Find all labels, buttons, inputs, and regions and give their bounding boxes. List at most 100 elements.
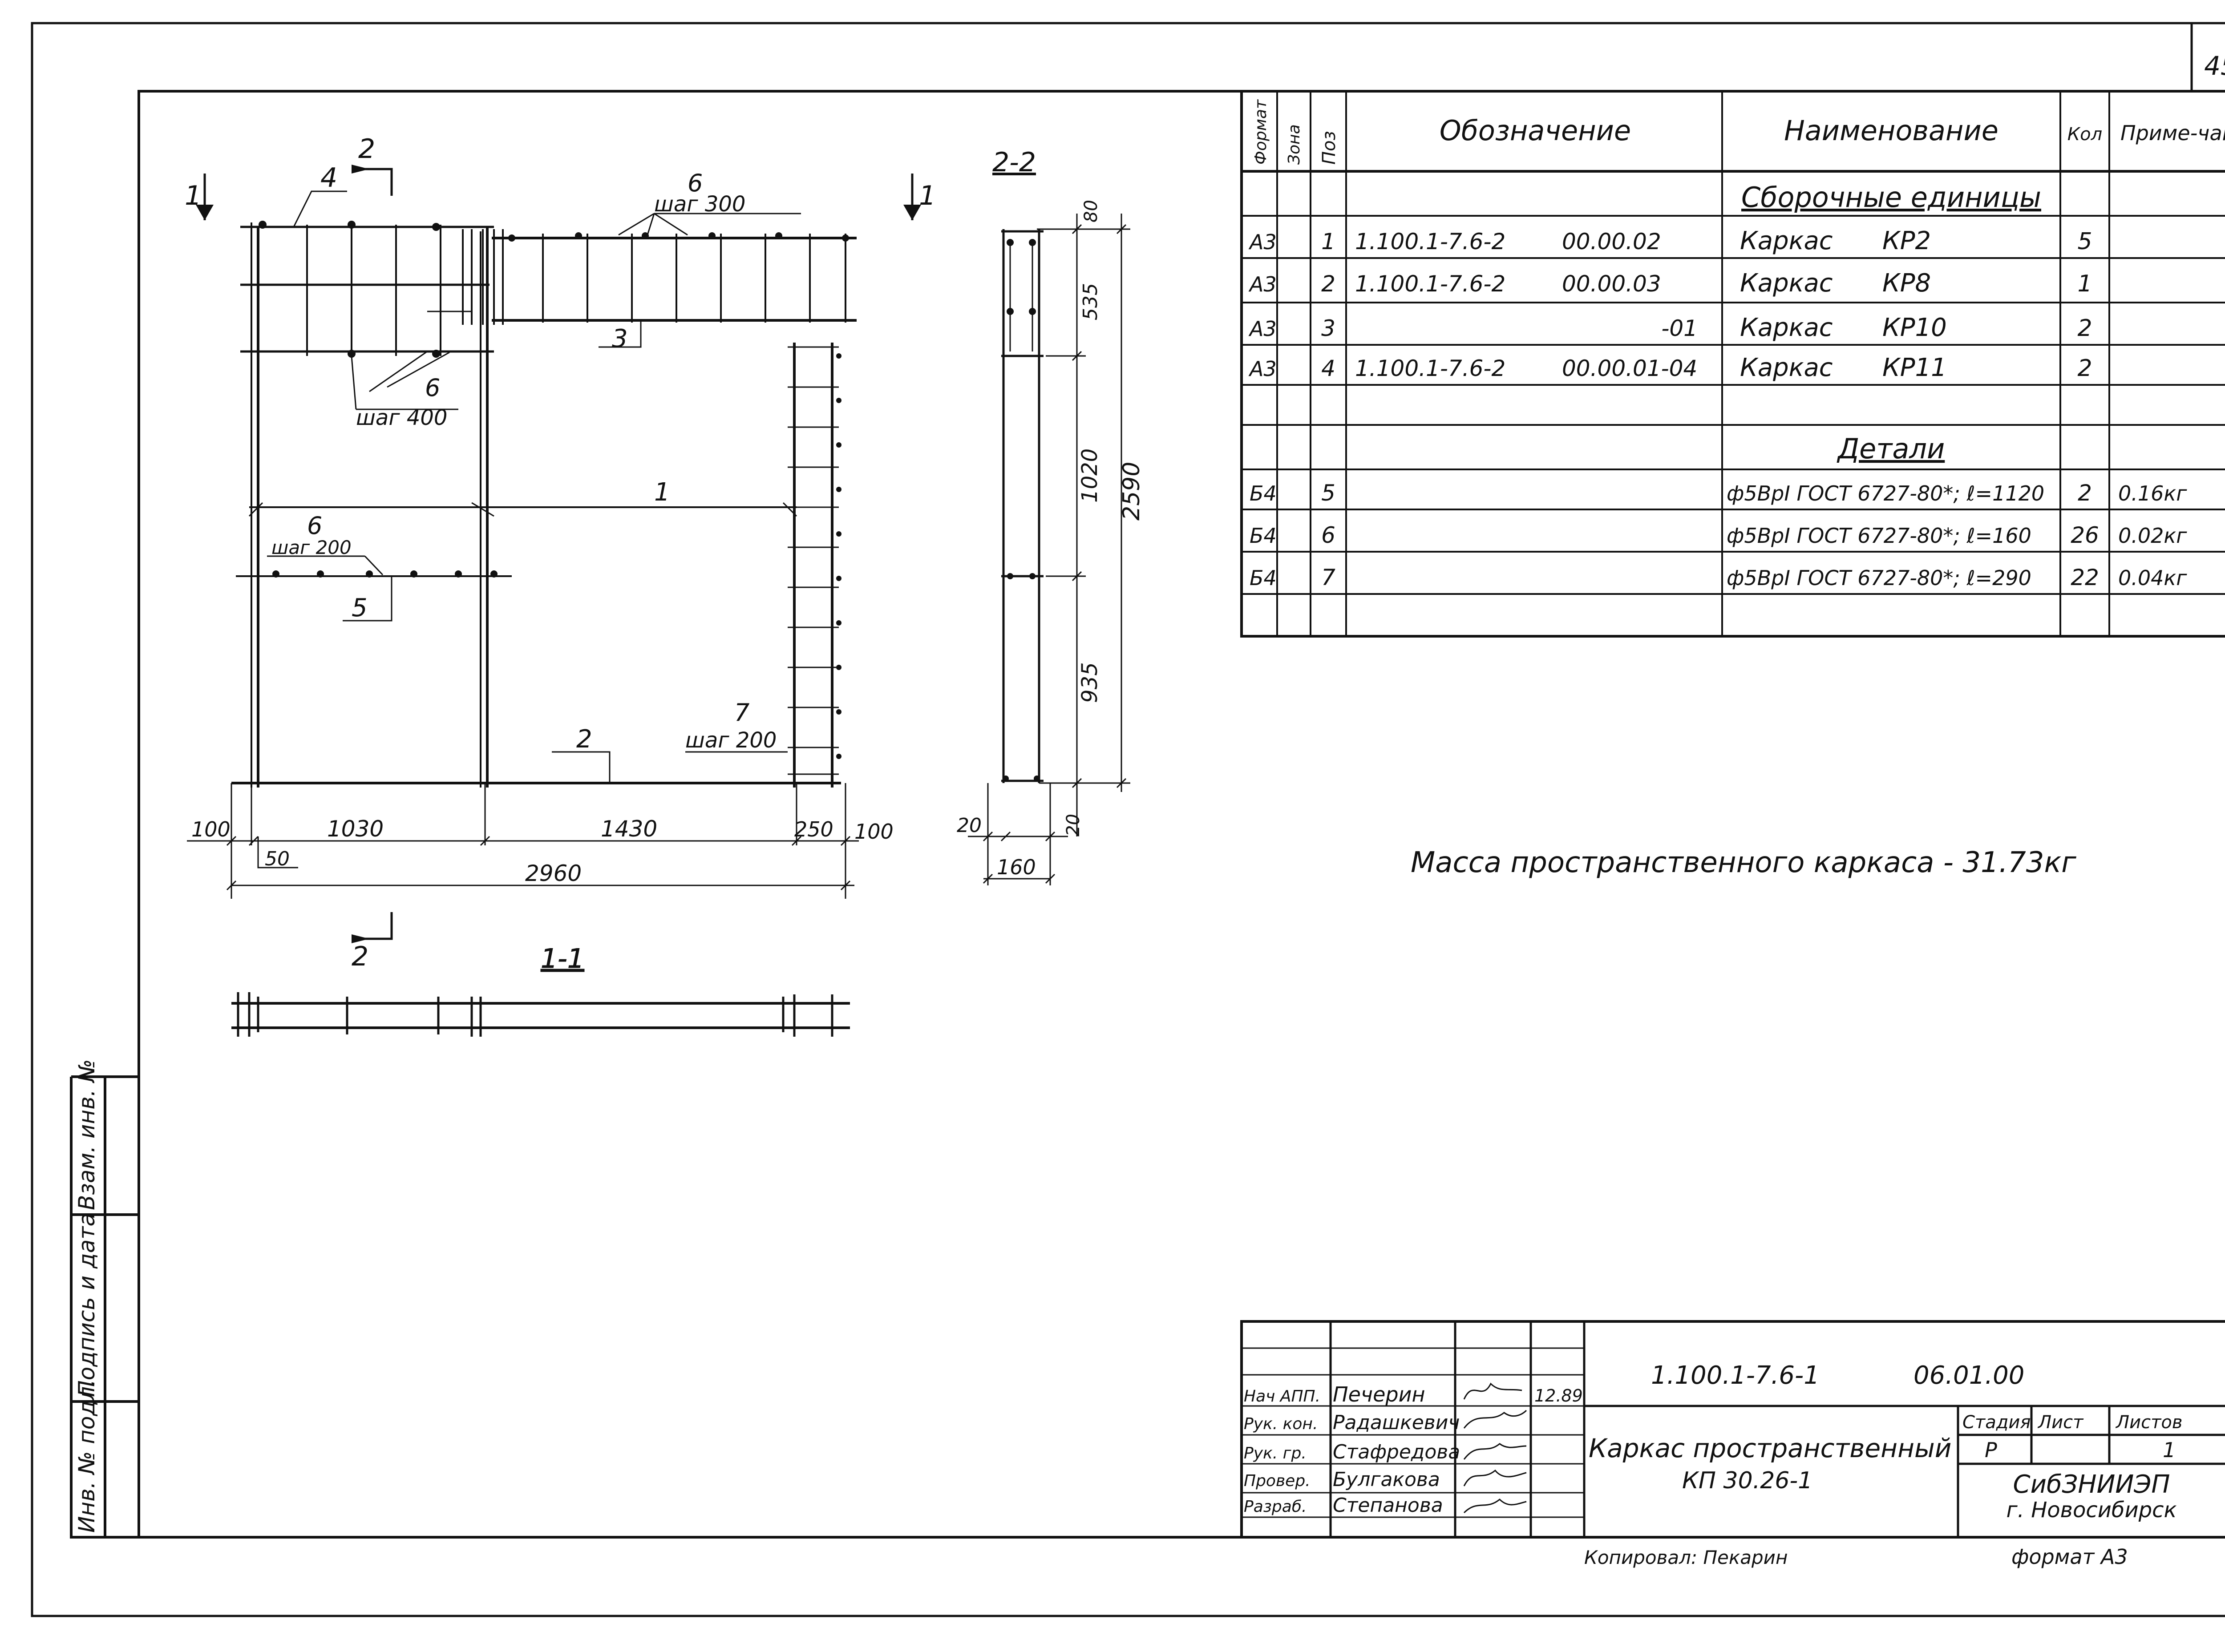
callout-p3: 3: [612, 324, 628, 353]
callout-p7: 7: [734, 699, 749, 727]
row1-des-a: 1.100.1-7.6-2: [1355, 229, 1505, 254]
part7-qty: 22: [2071, 565, 2099, 590]
part5-name: ф5ВрI ГОСТ 6727-80*; ℓ=1120: [1727, 481, 2044, 505]
cut-1-right: 1: [919, 180, 936, 211]
dim-100a: 100: [191, 817, 231, 841]
side-stamp-podpis: Подпись и дата: [74, 1213, 100, 1397]
callout-step-200b: шаг 200: [685, 728, 777, 753]
part6-pos: 6: [1321, 522, 1335, 548]
row1-name-a: Каркас: [1740, 226, 1833, 255]
row2-des-a: 1.100.1-7.6-2: [1355, 271, 1505, 297]
dim-h160: 160: [997, 855, 1036, 879]
header-designation: Обозначение: [1440, 114, 1631, 147]
spec-section-parts: Детали: [1837, 432, 1945, 465]
bar-dots: [259, 221, 849, 759]
dim-v20a: 20: [957, 814, 982, 837]
tb-name-2: Радашкевич: [1333, 1411, 1460, 1434]
dim-v1020: 1020: [1077, 448, 1102, 503]
row1-fmt: А3: [1248, 230, 1277, 254]
drawing-frame: [138, 90, 2225, 1539]
section-1-1-title: 1-1: [541, 943, 584, 974]
title-block: [1240, 1320, 2225, 1539]
header-note: Приме-чание: [2120, 121, 2225, 145]
callout-p6-mid: 6: [307, 512, 322, 540]
section-2-2-dots: [1003, 239, 1040, 782]
dim-1030: 1030: [327, 816, 384, 842]
spec-section-assembly: Сборочные единицы: [1741, 181, 2041, 214]
row2-name-a: Каркас: [1740, 269, 1833, 298]
dim-1430: 1430: [601, 816, 657, 842]
row4-name-a: Каркас: [1740, 353, 1833, 382]
row2-fmt: А3: [1248, 272, 1277, 296]
callout-step-400: шаг 400: [356, 405, 447, 430]
dim-250: 250: [794, 817, 833, 841]
row1-des-b: 00.00.02: [1562, 229, 1661, 254]
part5-note: 0.16кг: [2118, 481, 2187, 505]
part6-note: 0.02кг: [2118, 524, 2187, 548]
row4-pos: 4: [1321, 355, 1335, 381]
row3-des-b: -01: [1661, 315, 1698, 341]
sheet-number-box: 45: [2190, 23, 2225, 93]
spec-header: Формат Зона Поз Обозначение Наименование…: [1252, 99, 2225, 165]
section-2-2: [968, 214, 1130, 885]
part6-qty: 26: [2071, 522, 2099, 548]
row3-name-a: Каркас: [1740, 313, 1833, 342]
cut-2-bottom: 2: [352, 941, 368, 972]
row3-fmt: А3: [1248, 317, 1277, 341]
part5-pos: 5: [1321, 480, 1335, 506]
tb-org-2: г. Новосибирск: [2006, 1498, 2176, 1523]
tb-sheets-label: Листов: [2115, 1412, 2182, 1433]
header-pos: Поз: [1319, 131, 1339, 165]
callout-step-300: шаг 300: [654, 192, 745, 217]
side-stamp-vzam: Взам. инв. №: [74, 1059, 100, 1210]
spec-rows: А3 1 1.100.1-7.6-2 00.00.02 Каркас КР2 5…: [1248, 226, 2092, 382]
tb-sheets: 1: [2163, 1438, 2176, 1462]
cut-1-left: 1: [185, 180, 202, 211]
dim-v535: 535: [1079, 283, 1102, 320]
part6-fmt: Б4: [1250, 524, 1277, 548]
side-stamp: Взам. инв. № Подпись и дата Инв. № подл.: [70, 1059, 139, 1539]
header-name: Наименование: [1784, 114, 1998, 147]
specification-table: [1240, 90, 2225, 638]
callout-leaders: [267, 190, 801, 783]
part5-qty: 2: [2078, 480, 2092, 506]
tb-code-num: 06.01.00: [1914, 1361, 2024, 1390]
row1-pos: 1: [1321, 229, 1335, 254]
row1-qty: 5: [2077, 228, 2092, 255]
row4-qty: 2: [2077, 355, 2092, 382]
tb-org-1: СибЗНИИЭП: [2013, 1470, 2170, 1499]
callout-p5: 5: [352, 594, 368, 622]
horizontal-dimensions: [187, 783, 859, 899]
tb-title-1: Каркас пространственный: [1589, 1433, 1951, 1463]
tb-role-1: Нач АПП.: [1244, 1387, 1320, 1406]
sheet-number: 45: [2204, 51, 2225, 81]
part7-fmt: Б4: [1250, 566, 1277, 590]
section-cut-markers: 1 1 2 2: [185, 133, 936, 972]
callout-p4: 4: [320, 162, 337, 194]
spec-parts: Б4 5 ф5ВрI ГОСТ 6727-80*; ℓ=1120 2 0.16к…: [1250, 480, 2187, 590]
tb-sheet-label: Лист: [2037, 1412, 2084, 1433]
part6-name: ф5ВрI ГОСТ 6727-80*; ℓ=160: [1727, 524, 2031, 548]
frame-elevation: [231, 222, 857, 788]
header-qty: Кол: [2067, 124, 2102, 145]
title-block-text: 1.100.1-7.6-1 06.01.00 Каркас пространст…: [1244, 1361, 2182, 1523]
row4-des-b: 00.00.01-04: [1562, 355, 1697, 381]
row3-name-b: КР10: [1882, 313, 1947, 342]
part7-note: 0.04кг: [2118, 566, 2187, 590]
dim-v935: 935: [1077, 662, 1102, 703]
sheet-outer-border: [31, 22, 2225, 1617]
tb-role-5: Разраб.: [1244, 1498, 1307, 1516]
mass-note: Масса пространственного каркаса - 31.73к…: [1411, 846, 2076, 879]
row2-qty: 1: [2077, 271, 2092, 297]
row4-des-a: 1.100.1-7.6-2: [1355, 355, 1505, 381]
row2-name-b: КР8: [1882, 269, 1931, 298]
dim-v20b: 20: [1063, 814, 1084, 836]
dim-50: 50: [265, 848, 290, 870]
section-1-1: 1-1: [231, 943, 850, 1037]
callout-p6-top: 6: [688, 169, 703, 197]
copied-by: Копировал: Пекарин: [1584, 1547, 1788, 1568]
row3-pos: 3: [1321, 315, 1335, 341]
part7-name: ф5ВрI ГОСТ 6727-80*; ℓ=290: [1727, 566, 2031, 590]
callout-p1: 1: [654, 478, 670, 507]
